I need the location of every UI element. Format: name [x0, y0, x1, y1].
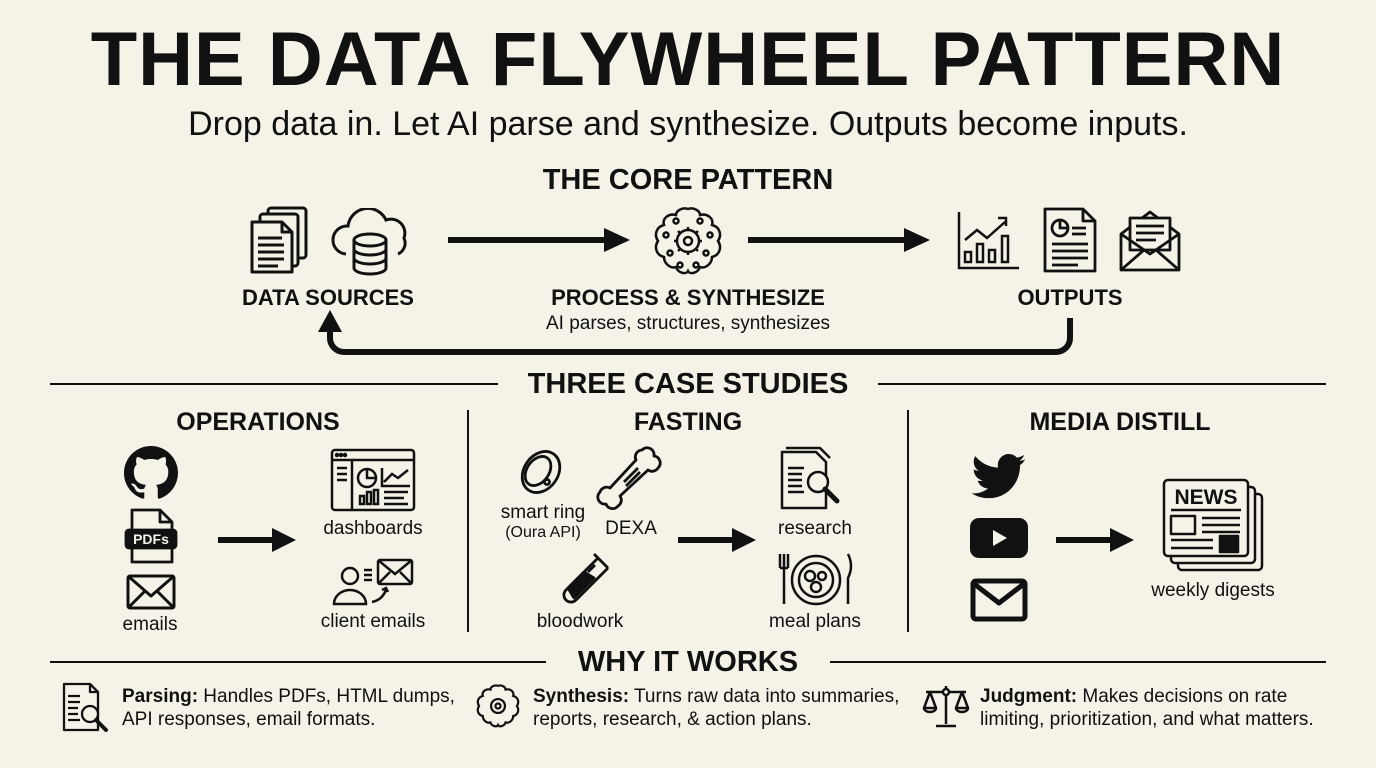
- bone-icon: [596, 446, 664, 512]
- svg-text:NEWS: NEWS: [1175, 486, 1238, 509]
- cloud-database-icon: [326, 208, 414, 278]
- arrow-right-icon: [748, 228, 930, 252]
- feedback-loop-arrow-icon: [310, 310, 1080, 360]
- bloodwork-label: bloodwork: [536, 611, 624, 632]
- youtube-icon: [970, 518, 1028, 558]
- data-sources-label: DATA SOURCES: [242, 285, 414, 310]
- email-icon: [126, 574, 176, 610]
- arrow-right-icon: [218, 528, 296, 552]
- why-synthesis-text: Synthesis: Turns raw data into summaries…: [533, 686, 900, 730]
- chart-icon: [956, 210, 1020, 272]
- gmail-icon: [970, 578, 1028, 622]
- dashboard-icon: [330, 448, 416, 512]
- brain-gear-icon: [474, 682, 522, 730]
- report-icon: [1042, 206, 1098, 274]
- divider-line: [50, 383, 498, 385]
- dexa-label: DEXA: [605, 518, 657, 539]
- documents-icon: [248, 204, 310, 276]
- brain-gear-icon: [650, 205, 726, 277]
- client-email-icon: [332, 558, 416, 608]
- oura-api-label: (Oura API): [505, 524, 581, 541]
- test-tube-icon: [554, 550, 612, 608]
- outputs-label: OUTPUTS: [1017, 285, 1123, 310]
- divider-line: [830, 661, 1326, 663]
- envelope-open-icon: [1118, 208, 1182, 272]
- scales-icon: [922, 682, 970, 730]
- ring-icon: [516, 446, 566, 498]
- case-studies-heading: THREE CASE STUDIES: [527, 368, 849, 400]
- column-divider: [467, 410, 469, 632]
- why-it-works-heading: WHY IT WORKS: [577, 646, 799, 678]
- meal-icon: [776, 552, 856, 606]
- arrow-right-icon: [448, 228, 630, 252]
- case-title-operations: OPERATIONS: [176, 408, 340, 436]
- newspaper-icon: NEWS: [1162, 478, 1264, 572]
- process-synthesize-label: PROCESS & SYNTHESIZE: [551, 285, 825, 310]
- research-icon: [780, 446, 850, 512]
- case-title-media-distill: MEDIA DISTILL: [1029, 408, 1211, 436]
- case-title-fasting: FASTING: [633, 408, 743, 436]
- arrow-right-icon: [678, 528, 756, 552]
- twitter-icon: [970, 454, 1028, 500]
- page-title: THE DATA FLYWHEEL PATTERN: [90, 17, 1286, 102]
- pdf-icon: PDFs: [124, 508, 178, 564]
- emails-label: emails: [122, 614, 178, 635]
- svg-text:PDFs: PDFs: [133, 531, 169, 547]
- smart-ring-label: smart ring: [500, 502, 586, 523]
- divider-line: [878, 383, 1326, 385]
- document-search-icon: [62, 682, 112, 732]
- weekly-digests-label: weekly digests: [1151, 580, 1275, 601]
- process-sublabel: AI parses, structures, synthesizes: [545, 313, 831, 334]
- column-divider: [907, 410, 909, 632]
- why-judgment-text: Judgment: Makes decisions on rate limiti…: [980, 686, 1314, 730]
- arrow-right-icon: [1056, 528, 1134, 552]
- github-icon: [124, 446, 178, 500]
- core-pattern-heading: THE CORE PATTERN: [542, 164, 834, 196]
- why-parsing-text: Parsing: Handles PDFs, HTML dumps, API r…: [122, 686, 455, 730]
- page-subtitle: Drop data in. Let AI parse and synthesiz…: [188, 105, 1188, 143]
- divider-line: [50, 661, 546, 663]
- client-emails-label: client emails: [320, 611, 426, 632]
- research-label: research: [778, 518, 852, 539]
- dashboards-label: dashboards: [323, 518, 423, 539]
- meal-plans-label: meal plans: [769, 611, 861, 632]
